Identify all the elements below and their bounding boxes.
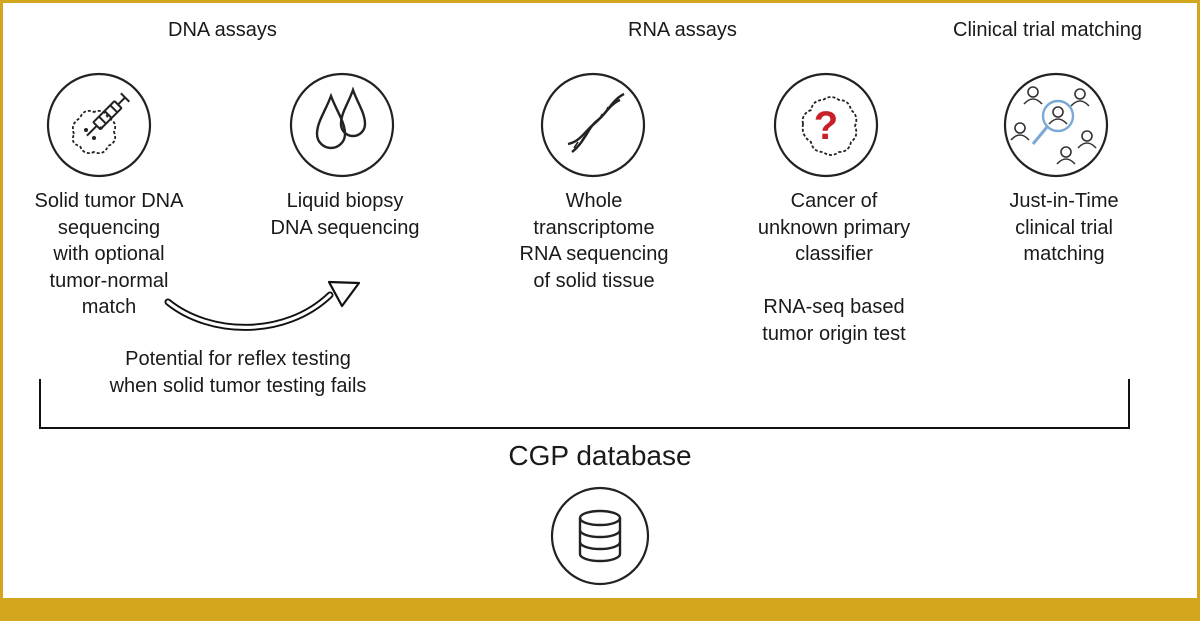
liquid-biopsy-label: Liquid biopsy DNA sequencing <box>270 190 420 239</box>
database-icon <box>550 486 650 586</box>
dna-helix-icon <box>540 72 646 178</box>
frame-right-border <box>1197 0 1200 600</box>
droplets-icon <box>289 72 395 178</box>
jit-trial-label: Just-in-Time clinical trial matching <box>1009 190 1119 265</box>
reflex-testing-note: Potential for reflex testing when solid … <box>109 348 367 397</box>
cup-classifier-label: Cancer of unknown primary classifier <box>757 190 911 265</box>
solid-tumor-label: Solid tumor DNA sequencing with optional… <box>34 190 184 318</box>
clinical-trial-heading: Clinical trial matching <box>953 19 1142 41</box>
rnaseq-test-label: RNA-seq based tumor origin test <box>762 296 906 345</box>
tumor-syringe-icon <box>46 72 152 178</box>
question-cell-icon: ? <box>773 72 879 178</box>
rna-assays-heading: RNA assays <box>628 19 737 41</box>
dna-assays-heading: DNA assays <box>168 19 277 41</box>
cgp-database-title: CGP database <box>508 440 692 471</box>
whole-transcriptome-label: Whole transcriptome RNA sequencing of so… <box>519 190 669 292</box>
svg-text:?: ? <box>814 104 838 148</box>
frame-top-border <box>0 0 1200 3</box>
frame-bottom-band <box>0 598 1200 621</box>
people-magnifier-icon <box>1003 72 1109 178</box>
frame-left-border <box>0 0 3 600</box>
